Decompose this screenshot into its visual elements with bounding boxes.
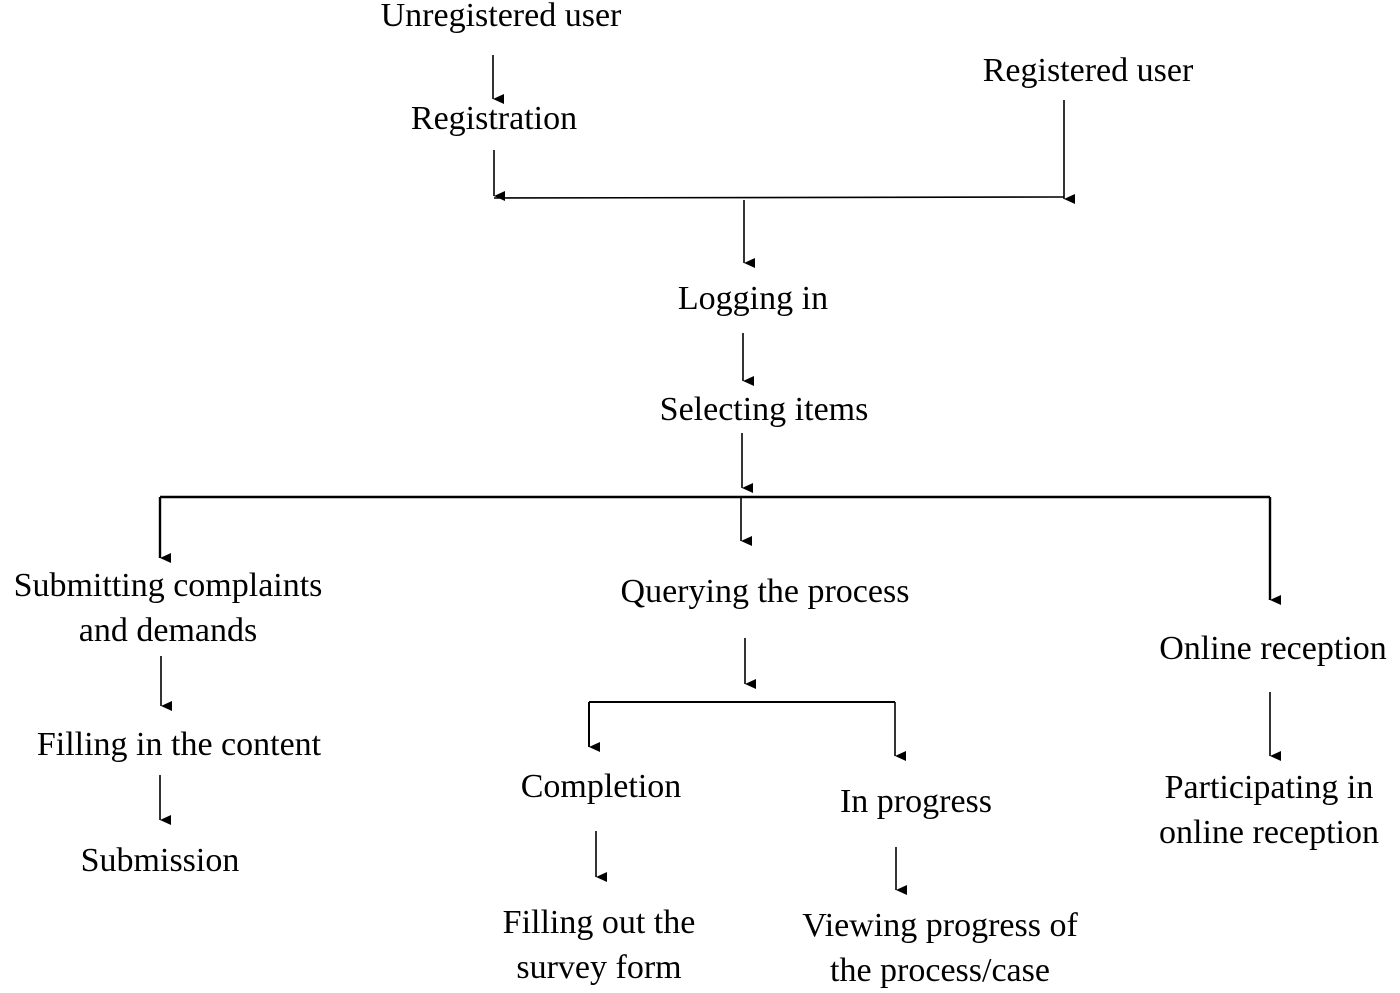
node-submitting-complaints: Submitting complaints and demands: [14, 563, 323, 653]
node-label-line-1: Filling out the: [502, 904, 696, 941]
node-participating-reception: Participating in online reception: [1159, 765, 1379, 855]
node-filling-content: Filling in the content: [37, 722, 321, 767]
node-registered-user: Registered user: [983, 48, 1194, 93]
node-completion: Completion: [521, 764, 682, 809]
node-registration: Registration: [411, 96, 577, 141]
node-label: Unregistered user: [380, 0, 622, 34]
node-label: Registered user: [982, 52, 1194, 89]
node-label: Selecting items: [659, 391, 869, 428]
node-label-line-2: survey form: [516, 949, 682, 986]
node-label: Online reception: [1159, 630, 1387, 667]
node-label: Completion: [520, 768, 682, 805]
node-label: Querying the process: [620, 573, 910, 610]
node-label-line-2: the process/case: [830, 952, 1050, 989]
node-filling-survey: Filling out the survey form: [503, 900, 696, 990]
node-label: Logging in: [677, 280, 829, 317]
node-selecting-items: Selecting items: [660, 387, 869, 432]
node-submission: Submission: [81, 838, 240, 883]
node-online-reception: Online reception: [1159, 626, 1387, 671]
node-label-line-1: Participating in: [1164, 769, 1374, 806]
node-logging-in: Logging in: [678, 276, 828, 321]
node-viewing-progress: Viewing progress of the process/case: [802, 903, 1078, 993]
node-label-line-1: Viewing progress of: [802, 907, 1078, 944]
node-label: Registration: [410, 100, 578, 137]
node-querying-process: Querying the process: [621, 569, 910, 614]
merge-line-top: [493, 196, 1065, 199]
node-in-progress: In progress: [840, 779, 992, 824]
node-unregistered-user: Unregistered user: [381, 0, 622, 38]
node-label-line-2: online reception: [1159, 814, 1379, 851]
node-label: In progress: [839, 783, 993, 820]
node-label-line-1: Submitting complaints: [13, 567, 323, 604]
node-label-line-2: and demands: [78, 612, 258, 649]
node-label: Submission: [80, 842, 240, 879]
node-label: Filling in the content: [36, 726, 322, 763]
